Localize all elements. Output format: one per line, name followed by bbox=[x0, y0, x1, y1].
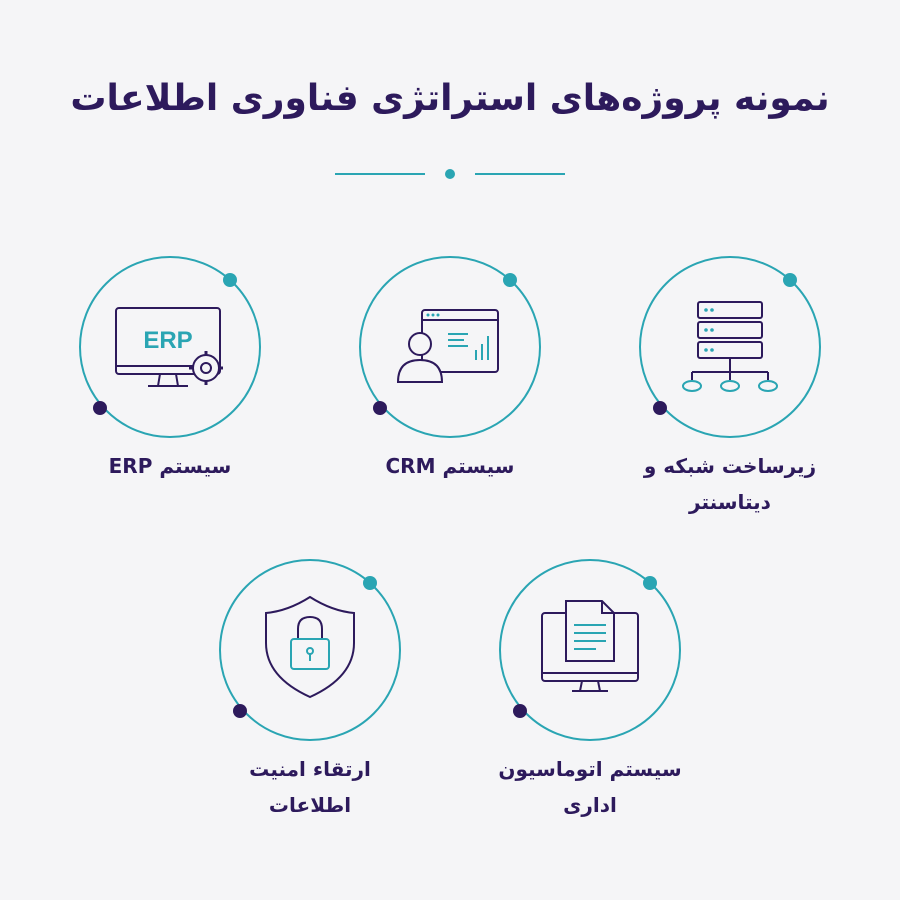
crm-dashboard-icon bbox=[396, 309, 499, 383]
card-label: زیرساخت شبکه و دیتاسنتر bbox=[590, 448, 870, 520]
card-label-line2: اطلاعات bbox=[268, 793, 352, 817]
title-divider bbox=[335, 169, 565, 179]
card-ring: ERP bbox=[79, 256, 261, 438]
document-monitor-icon bbox=[541, 600, 639, 692]
shield-lock-icon bbox=[265, 595, 355, 699]
card-label: سیستم CRM bbox=[310, 448, 590, 484]
card-label-line2: اداری bbox=[563, 793, 617, 817]
card-label-line1: سیستم CRM bbox=[385, 454, 515, 478]
card-label-line1: سیستم ERP bbox=[108, 454, 232, 478]
card-label: ارتقاء امنیت اطلاعات bbox=[170, 751, 450, 823]
server-network-icon bbox=[682, 301, 778, 392]
card-label-line1: سیستم اتوماسیون bbox=[498, 757, 682, 781]
card-label: سیستم ERP bbox=[30, 448, 310, 484]
card-ring bbox=[639, 256, 821, 438]
card-ring bbox=[359, 256, 541, 438]
card-ring bbox=[219, 559, 401, 741]
erp-monitor-icon: ERP bbox=[115, 307, 223, 387]
card-label-line2: دیتاسنتر bbox=[689, 490, 771, 514]
card-label-line1: ارتقاء امنیت bbox=[249, 757, 371, 781]
card-label: سیستم اتوماسیون اداری bbox=[450, 751, 730, 823]
card-label-line1: زیرساخت شبکه و bbox=[643, 454, 817, 478]
erp-icon-text: ERP bbox=[143, 327, 192, 354]
page-title: نمونه پروژه‌های استراتژی فناوری اطلاعات bbox=[70, 78, 830, 119]
card-ring bbox=[499, 559, 681, 741]
